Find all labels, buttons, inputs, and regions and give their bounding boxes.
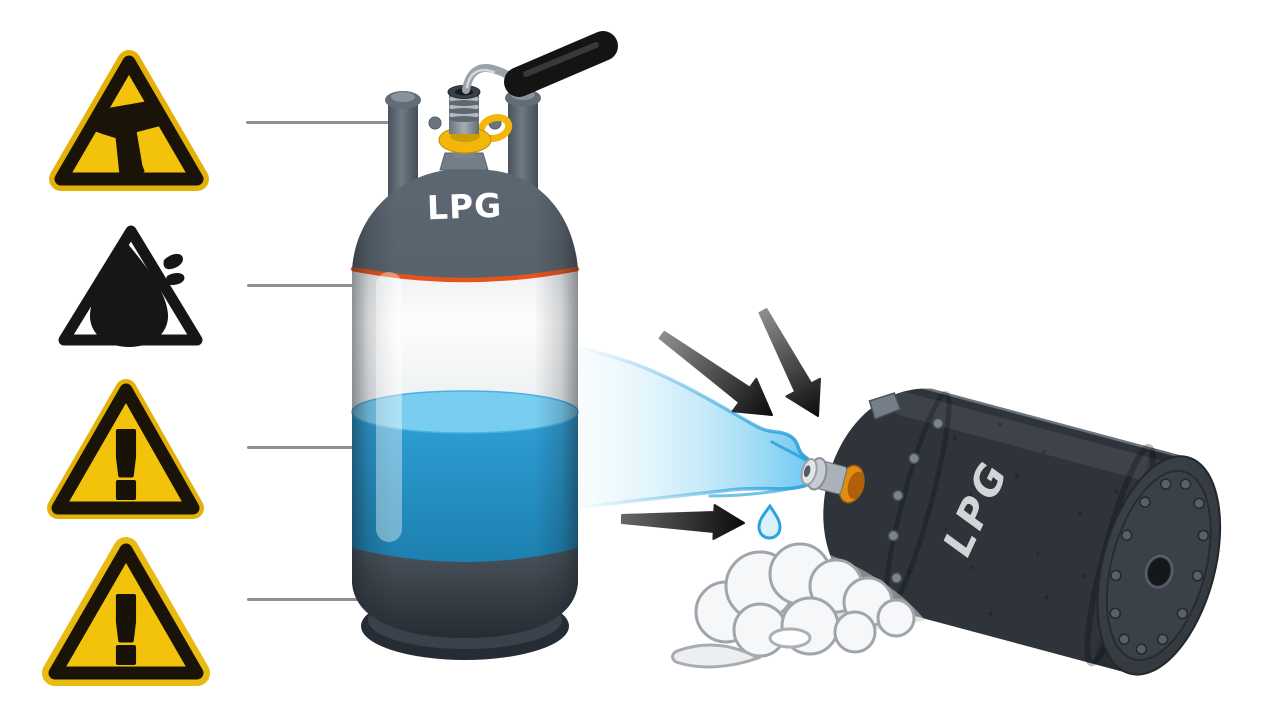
side-shading (352, 169, 578, 638)
cloud-fold (768, 627, 812, 649)
vapor-cloud (694, 542, 916, 658)
upright-lpg-cylinder: LPG (350, 31, 618, 660)
callout-line-3 (247, 446, 358, 449)
droplet-icon (757, 503, 782, 540)
spray-drop-1 (163, 253, 183, 270)
center-hole (1147, 557, 1171, 586)
triangle-border (48, 543, 204, 680)
shell-speckles (907, 422, 1118, 616)
exclamation-icon: ! (105, 578, 147, 685)
tipped-lpg-cylinder: LPG (800, 388, 1222, 676)
spray-drop-2 (166, 273, 185, 285)
upright-cylinder-label: LPG (426, 186, 503, 228)
handle-grip (504, 31, 618, 97)
left-post-cap-top (391, 92, 415, 102)
center-hole-rim (1144, 554, 1174, 589)
tipped-cylinder-group: LPG (800, 388, 1222, 676)
right-arrow-icon (620, 504, 745, 540)
left-post (388, 100, 418, 205)
nozzle-port (803, 465, 811, 478)
dome-rivets (887, 417, 944, 584)
drop-blob (89, 244, 169, 347)
down-arrow-icon-2 (758, 308, 821, 417)
carry-handle (462, 31, 618, 97)
tipped-gloss (891, 391, 1183, 488)
down-arrow-icon-1 (658, 330, 773, 416)
handle-grip-sheen (523, 42, 599, 77)
callout-line-1 (246, 121, 393, 124)
dome-bracket (868, 392, 902, 420)
callout-line-4 (247, 598, 361, 601)
triangle-border (51, 383, 200, 515)
valve-collar-inner (847, 471, 865, 500)
handle-tube-highlight (465, 68, 496, 89)
callout-line-2 (247, 284, 363, 287)
valve-stem-ribs (449, 95, 479, 122)
guard-posts (385, 89, 541, 206)
gloss-highlight (376, 272, 402, 542)
valve-flange (439, 152, 489, 171)
general-hazard-sign-upper: ! (47, 379, 204, 522)
cloud-swirl-tail (671, 643, 762, 669)
valve-assembly (428, 85, 513, 171)
vapor-cloud-group (671, 503, 925, 669)
tip-over-warning-sign (49, 50, 209, 191)
leak-warning-sign (58, 225, 203, 347)
exclamation-icon: ! (105, 413, 147, 520)
impact-arrows (620, 308, 821, 540)
drop-spray-icon (89, 244, 185, 347)
general-hazard-sign-lower: ! (42, 537, 210, 687)
tilted-arrow-icon (91, 100, 160, 177)
tipped-valve (800, 457, 865, 504)
base-rivet-ring (1109, 478, 1210, 655)
valve-ear-left (428, 116, 442, 130)
